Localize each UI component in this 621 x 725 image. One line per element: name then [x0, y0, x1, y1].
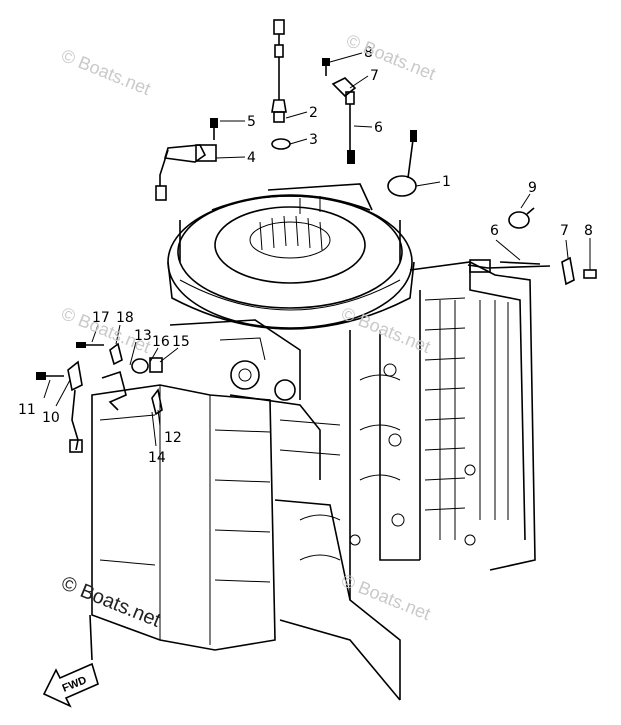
- callout-15: 15: [172, 334, 190, 350]
- callout-4: 4: [247, 150, 256, 166]
- part-13-hose: [101, 370, 127, 411]
- callout-1: 1: [442, 174, 451, 190]
- part-10-bracket: [67, 360, 83, 453]
- callout-14: 14: [148, 450, 166, 466]
- part-7-clip: [331, 77, 357, 98]
- engine-illustration: [89, 183, 536, 701]
- callout-18: 18: [116, 310, 134, 326]
- callout-10: 10: [42, 410, 60, 426]
- callout-7-right: 7: [560, 223, 569, 239]
- part-6-lead: [345, 91, 355, 164]
- callout-8: 8: [364, 45, 373, 61]
- part-4-switch: [155, 144, 217, 201]
- callout-2: 2: [309, 105, 318, 121]
- callout-9: 9: [528, 180, 537, 196]
- fwd-label: FWD: [61, 674, 89, 695]
- callout-17: 17: [92, 310, 110, 326]
- watermark-bottom-right: © Boats.net: [339, 570, 434, 624]
- callout-8-right: 8: [584, 223, 593, 239]
- leader-lines: [43, 52, 591, 447]
- part-8-screw: [322, 58, 330, 76]
- part-6-right-lead: [467, 259, 551, 273]
- part-8-right-screw: [583, 269, 597, 279]
- callout-5: 5: [247, 114, 256, 130]
- part-12-clip: [151, 388, 163, 416]
- watermark-top-left: © Boats.net: [59, 45, 154, 99]
- callout-12: 12: [164, 430, 182, 446]
- callout-11: 11: [18, 402, 36, 418]
- part-2-sensor: [271, 19, 287, 123]
- callout-6-right: 6: [490, 223, 499, 239]
- callout-16: 16: [152, 334, 170, 350]
- part-15-cap: [149, 357, 163, 373]
- part-1-grommet: [387, 130, 417, 197]
- part-7-right-clamp: [561, 256, 575, 286]
- part-16-grommet: [131, 358, 149, 374]
- watermark-top-right: © Boats.net: [344, 30, 439, 84]
- part-5-bolt: [210, 118, 218, 140]
- callout-7: 7: [370, 68, 379, 84]
- callout-6: 6: [374, 120, 383, 136]
- part-3-washer: [271, 138, 291, 150]
- fwd-arrow-icon: FWD: [42, 662, 99, 708]
- part-18-clip: [109, 342, 123, 366]
- callout-13: 13: [134, 328, 152, 344]
- part-17-screw: [76, 342, 104, 348]
- callout-3: 3: [309, 132, 318, 148]
- watermark-bottom-left: © Boats.net: [58, 572, 164, 632]
- part-9-ring: [508, 207, 535, 229]
- part-11-screw: [36, 372, 64, 380]
- parts: [36, 19, 597, 453]
- callout-labels: 1 2 3 4 5 6 6 7 7 8 8 9 10 11 12 13 14 1…: [18, 45, 593, 466]
